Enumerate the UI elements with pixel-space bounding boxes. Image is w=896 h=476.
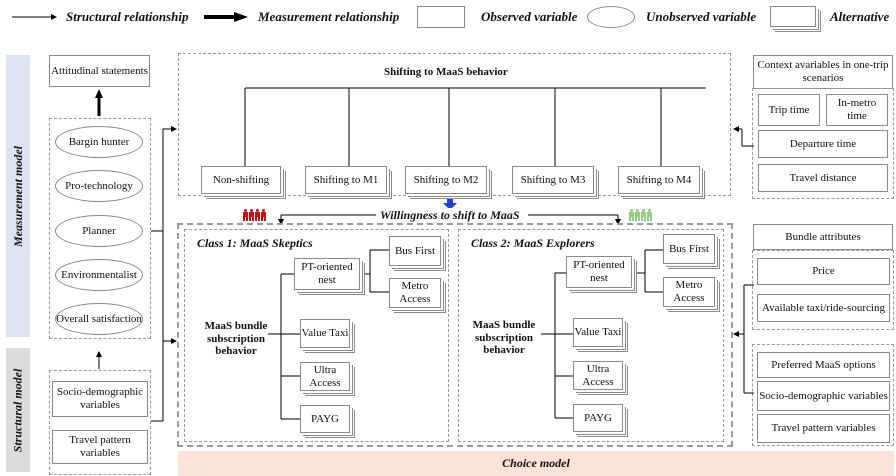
legend-observed-label: Observed variable	[481, 9, 578, 24]
alt-shifting-m2: Shifting to M2	[405, 166, 487, 194]
legend-alternative-box	[770, 6, 816, 27]
alt-shifting-m4: Shifting to M4	[618, 166, 700, 194]
price-box: Price	[757, 258, 890, 285]
available-taxi-box: Available taxi/ride-sourcing	[757, 294, 890, 322]
attitudinal-statements-box: Attitudinal statements	[49, 55, 150, 87]
context-variables-group	[752, 88, 894, 199]
class1-metro-access: Metro Access	[389, 278, 441, 308]
person-icon	[249, 209, 254, 221]
legend-observed-box	[417, 6, 465, 28]
choice-model-label: Choice model	[502, 456, 570, 470]
latent-variables-group	[49, 118, 151, 339]
person-icon	[647, 209, 652, 221]
person-icon	[629, 209, 634, 221]
class2-behavior: MaaS bundle subscription behavior	[472, 319, 536, 357]
class2-title: Class 2: MaaS Explorers	[471, 236, 595, 250]
class1-payg: PAYG	[300, 405, 350, 433]
alt-shifting-m1: Shifting to M1	[305, 166, 387, 194]
class2-group	[458, 229, 724, 442]
skeptics-people-icon	[243, 209, 267, 224]
class2-ultra-access: Ultra Access	[573, 361, 623, 390]
legend-unobserved-ellipse	[587, 6, 635, 28]
class1-behavior: MaaS bundle subscription behavior	[204, 320, 268, 358]
other-variables-group	[752, 344, 894, 446]
class2-metro-access: Metro Access	[663, 277, 715, 307]
right-socio-demographic-box: Socio-demographic variables	[757, 381, 890, 411]
left-socio-demographic-box: Socio-demographic variables	[52, 381, 148, 417]
person-icon	[635, 209, 640, 221]
in-metro-time-box: In-metro time	[826, 94, 888, 126]
person-icon	[641, 209, 646, 221]
person-icon	[255, 209, 260, 221]
class1-pt-nest: PT-oriented nest	[294, 258, 360, 290]
legend-measurement-label: Measurement relationship	[258, 9, 400, 24]
class2-payg: PAYG	[573, 404, 623, 432]
latent-pro-technology: Pro-technology	[55, 170, 143, 202]
latent-bargin-hunter: Bargin hunter	[55, 126, 143, 158]
context-variables-title: Context avariables in one-trip scenarios	[753, 55, 893, 89]
explorers-people-icon	[629, 209, 653, 224]
class1-value-taxi: Value Taxi	[300, 319, 350, 348]
latent-overall-satisfaction: Overall satisfaction	[55, 303, 143, 335]
person-icon	[261, 209, 266, 221]
left-travel-pattern-box: Travel pattern variables	[52, 430, 148, 464]
person-icon	[243, 209, 248, 221]
shifting-group	[178, 53, 731, 196]
class1-ultra-access: Ultra Access	[300, 362, 350, 391]
legend-unobserved-label: Unobserved variable	[646, 9, 757, 24]
latent-planner: Planner	[55, 215, 143, 247]
class2-bus-first: Bus First	[663, 234, 715, 264]
bundle-attributes-title: Bundle attributes	[753, 224, 893, 250]
class2-pt-nest: PT-oriented nest	[566, 256, 632, 288]
class1-group	[184, 229, 449, 442]
class2-value-taxi: Value Taxi	[573, 318, 623, 347]
measurement-model-label: Measurement model	[10, 145, 25, 247]
alt-shifting-m3: Shifting to M3	[512, 166, 594, 194]
structural-model-label: Structural model	[10, 368, 25, 452]
structural-model-band: Structural model	[6, 348, 30, 472]
latent-environmentalist: Environmentalist	[55, 259, 143, 291]
willingness-label: Willingness to shift to MaaS	[378, 208, 522, 223]
structural-variables-group	[49, 370, 151, 475]
class1-title: Class 1: MaaS Skeptics	[197, 236, 313, 250]
right-travel-pattern-box: Travel pattern variables	[757, 414, 890, 443]
trip-time-box: Trip time	[758, 94, 820, 126]
alt-non-shifting: Non-shifting	[201, 166, 281, 194]
legend-alternative-label: Alternative	[830, 9, 890, 24]
class1-bus-first: Bus First	[389, 236, 441, 266]
choice-group	[177, 223, 733, 447]
preferred-maas-options-box: Preferred MaaS options	[757, 352, 890, 378]
legend-structural-label: Structural relationship	[66, 9, 189, 24]
shifting-title: Shifting to MaaS behavior	[384, 66, 508, 78]
measurement-model-band: Measurement model	[6, 55, 30, 337]
bundle-attributes-group	[752, 250, 894, 330]
choice-model-band: Choice model	[178, 451, 894, 476]
travel-distance-box: Travel distance	[758, 164, 888, 192]
departure-time-box: Departure time	[758, 130, 888, 158]
